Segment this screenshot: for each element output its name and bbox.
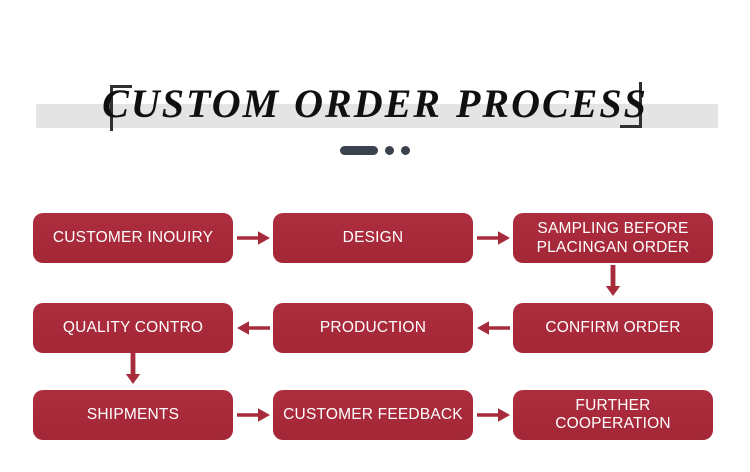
page-title-word-1: CUSTOM [102, 81, 281, 126]
bracket-bottom-right-icon [620, 82, 642, 128]
flow-node-quality-control[interactable]: QUALITY CONTRO [33, 303, 233, 353]
flow-node-label: PRODUCTION [319, 319, 427, 336]
arrow-down-icon [121, 352, 145, 386]
flow-node-label: DESIGN [342, 229, 404, 246]
arrow-right-icon [475, 403, 513, 427]
flow-node-label: CONFIRM ORDER [545, 319, 681, 336]
flow-node-label: CUSTOMER INOUIRY [52, 229, 214, 246]
process-flowchart: CUSTOMER INOUIRY DESIGN SAMPLING BEFORE … [0, 200, 750, 472]
flow-node-label: FURTHER COOPERATION [555, 397, 671, 432]
arrow-left-icon [475, 316, 513, 340]
flow-node-customer-feedback[interactable]: CUSTOMER FEEDBACK [273, 390, 473, 440]
decorative-dots [0, 146, 750, 155]
page-title-word-3: PROCESS [455, 81, 648, 126]
flow-node-production[interactable]: PRODUCTION [273, 303, 473, 353]
flow-node-label: CUSTOMER FEEDBACK [283, 406, 463, 423]
flow-node-label-line-2: PLACINGAN ORDER [536, 239, 690, 256]
flow-node-label: QUALITY CONTRO [62, 319, 204, 336]
arrow-left-icon [235, 316, 273, 340]
flow-node-label: SHIPMENTS [86, 406, 180, 423]
bracket-top-left-icon [110, 85, 132, 131]
flow-node-label: SAMPLING BEFORE PLACINGAN ORDER [537, 219, 690, 257]
dot-icon [385, 146, 394, 155]
dot-icon [401, 146, 410, 155]
flow-row-1: CUSTOMER INOUIRY DESIGN SAMPLING BEFORE … [0, 212, 750, 264]
page-title: CUSTOM ORDER PROCESS [0, 82, 750, 126]
flow-node-customer-inquiry[interactable]: CUSTOMER INOUIRY [33, 213, 233, 263]
flow-node-further-cooperation[interactable]: FURTHER COOPERATION [513, 390, 713, 440]
arrow-right-icon [235, 226, 273, 250]
flow-node-sampling-before-placing-an-order[interactable]: SAMPLING BEFORE PLACINGAN ORDER [513, 213, 713, 263]
dash-icon [340, 146, 378, 155]
arrow-right-icon [475, 226, 513, 250]
title-background-band [36, 104, 718, 128]
page-header: CUSTOM ORDER PROCESS [0, 0, 750, 180]
flow-node-confirm-order[interactable]: CONFIRM ORDER [513, 303, 713, 353]
page-title-word-2: ORDER [294, 81, 442, 126]
arrow-down-icon [601, 264, 625, 298]
arrow-right-icon [235, 403, 273, 427]
flow-node-shipments[interactable]: SHIPMENTS [33, 390, 233, 440]
flow-row-3: SHIPMENTS CUSTOMER FEEDBACK FURTHER COOP… [0, 389, 750, 441]
flow-node-design[interactable]: DESIGN [273, 213, 473, 263]
flow-row-2: QUALITY CONTRO PRODUCTION CONFIRM ORDER [0, 302, 750, 354]
flow-node-label-line-1: SAMPLING BEFORE [537, 220, 689, 237]
